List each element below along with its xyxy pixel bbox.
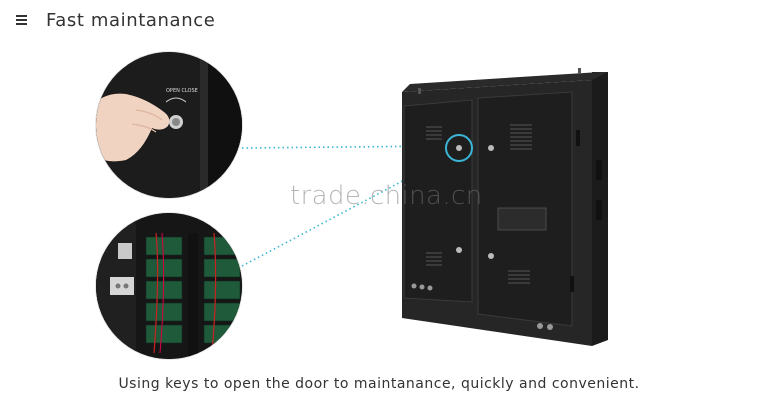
watermark: trade.china.cn [290, 181, 483, 211]
led-cabinet [402, 68, 608, 346]
caption: Using keys to open the door to maintanan… [118, 376, 640, 392]
lock-highlight-ring [445, 134, 473, 162]
menu-icon[interactable] [16, 14, 27, 26]
zoom-door-lock: OPEN CLOSE [96, 52, 242, 198]
page-title: Fast maintanance [46, 9, 216, 31]
header: Fast maintanance [16, 8, 215, 32]
zoom-cabinet-interior [96, 213, 242, 359]
lock-label: OPEN CLOSE [166, 88, 198, 94]
